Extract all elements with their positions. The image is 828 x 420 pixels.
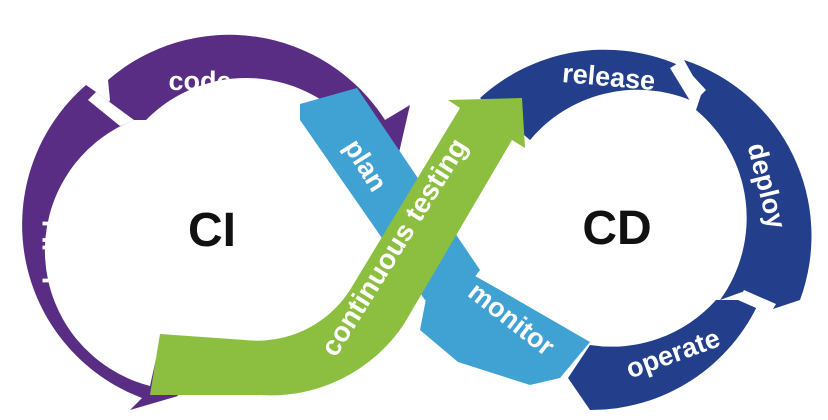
cd-divider-1 <box>670 62 706 104</box>
cd-hub-label: CD <box>582 202 651 255</box>
ci-hub-label: CI <box>188 204 236 257</box>
code-label: code <box>168 66 231 96</box>
monitor-band <box>420 262 590 385</box>
ci-build-arc <box>22 85 179 410</box>
continuous-testing-arrow <box>150 98 525 396</box>
ci-divider <box>88 92 134 126</box>
build-label: build <box>38 220 68 284</box>
cd-operate-arc <box>568 300 760 411</box>
ci-code-arc <box>100 34 410 171</box>
cd-release-arc <box>480 49 690 140</box>
cd-divider-2 <box>738 290 776 314</box>
cd-deploy-arc <box>684 60 812 310</box>
